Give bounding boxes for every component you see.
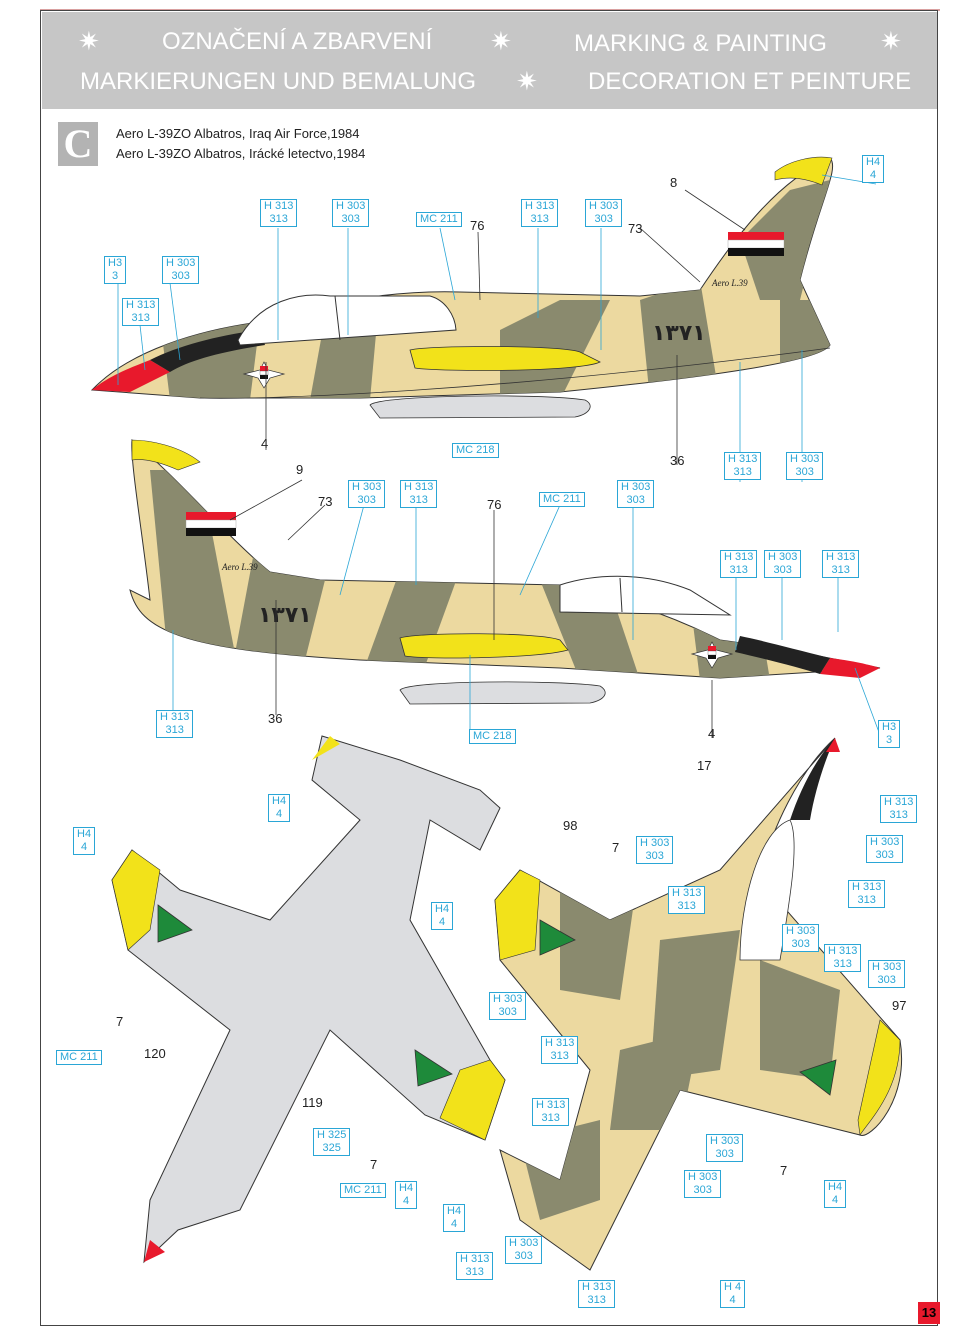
eagle-emblem-left xyxy=(242,361,286,389)
color-callout-mc218: MC 218 xyxy=(452,443,499,458)
color-callout-mc211: MC 211 xyxy=(56,1050,102,1065)
callout-number-7: 7 xyxy=(370,1157,378,1172)
star-icon: ✷ xyxy=(78,26,100,56)
callout-number-7: 7 xyxy=(116,1014,124,1029)
star-icon: ✷ xyxy=(490,26,512,56)
callout-number-36: 36 xyxy=(268,711,283,726)
callout-number-119: 119 xyxy=(302,1095,323,1110)
callout-number-73: 73 xyxy=(318,494,333,509)
title-en: MARKING & PAINTING xyxy=(574,30,827,57)
header-banner xyxy=(42,12,937,109)
callout-number-36: 36 xyxy=(670,453,685,468)
color-callout-mc211: MC 211 xyxy=(416,212,462,227)
left-side-view xyxy=(90,156,834,419)
callout-number-17: 17 xyxy=(697,758,712,773)
eagle-emblem-right xyxy=(690,641,734,669)
callout-number-8: 8 xyxy=(670,175,678,190)
callout-number-73: 73 xyxy=(628,221,643,236)
scheme-description-en: Aero L-39ZO Albatros, Iraq Air Force,198… xyxy=(116,126,360,141)
logo-right: Aero L.39 xyxy=(221,562,258,572)
star-icon: ✷ xyxy=(880,26,902,56)
title-fr: DECORATION ET PEINTURE xyxy=(588,68,912,95)
scheme-description-cz: Aero L-39ZO Albatros, Irácké letectvo,19… xyxy=(116,146,366,161)
leader-lines-black xyxy=(229,189,746,738)
callout-number-7: 7 xyxy=(780,1163,788,1178)
callout-number-9: 9 xyxy=(296,462,304,477)
callout-number-120: 120 xyxy=(144,1046,166,1061)
underside-view xyxy=(111,735,506,1264)
color-callout-mc218: MC 218 xyxy=(469,729,516,744)
callout-number-76: 76 xyxy=(470,218,485,233)
title-de: MARKIERUNGEN UND BEMALUNG xyxy=(80,68,477,95)
color-callout-mc211: MC 211 xyxy=(539,492,585,507)
callout-number-97: 97 xyxy=(892,998,907,1013)
callout-number-4: 4 xyxy=(708,726,716,741)
logo-left: Aero L.39 xyxy=(711,278,748,288)
page-number: 13 xyxy=(918,1302,940,1324)
serial-left: ١٣٧١ xyxy=(652,321,706,346)
star-icon: ✷ xyxy=(516,66,538,96)
callout-number-98: 98 xyxy=(563,818,578,833)
serial-right: ١٣٧١ xyxy=(258,603,312,628)
scheme-letter-badge: C xyxy=(58,122,98,166)
callout-number-4: 4 xyxy=(261,436,269,451)
color-callout-mc211: MC 211 xyxy=(340,1183,386,1198)
callout-number-7: 7 xyxy=(612,840,620,855)
callout-number-76: 76 xyxy=(487,497,502,512)
page-frame xyxy=(40,10,938,1326)
title-cz: OZNAČENÍ A ZBARVENÍ xyxy=(162,28,433,55)
